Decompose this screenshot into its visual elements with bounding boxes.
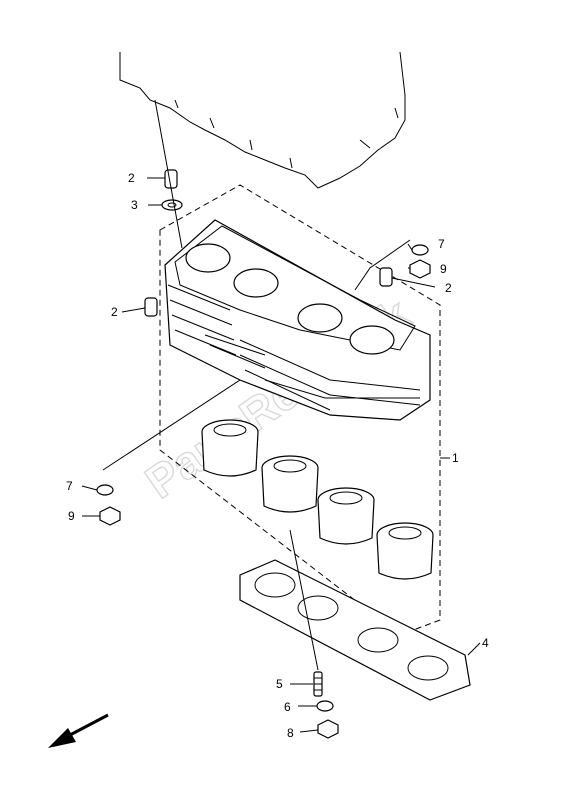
callout-8: 8 — [287, 726, 294, 740]
pistons — [201, 419, 434, 580]
callout-2-upper: 2 — [128, 171, 135, 185]
callouts: 2 3 2 7 9 2 1 7 9 4 5 6 8 — [66, 171, 489, 740]
cylinder-assembly-bracket — [159, 184, 441, 636]
callout-2-right: 2 — [445, 281, 452, 295]
piston-1 — [201, 419, 259, 477]
leader-lines — [81, 99, 481, 733]
nut-bottom — [317, 719, 339, 739]
cylinder-head-gasket — [239, 559, 471, 701]
callout-7-left: 7 — [66, 479, 73, 493]
bore-1 — [185, 243, 231, 273]
callout-1: 1 — [452, 451, 459, 465]
bore-4 — [349, 325, 395, 355]
callout-5: 5 — [276, 677, 283, 691]
bore-2 — [233, 268, 279, 298]
callout-3: 3 — [131, 198, 138, 212]
callout-9-right: 9 — [440, 262, 447, 276]
stud-bolt — [313, 671, 323, 697]
piston-4 — [376, 522, 434, 580]
front-direction-arrow-icon — [48, 713, 109, 748]
washer-left — [96, 484, 114, 496]
cylinder-block — [164, 219, 431, 421]
callout-6: 6 — [284, 700, 291, 714]
callout-4: 4 — [482, 636, 489, 650]
piston-2 — [261, 455, 319, 513]
dowel-pin-left — [144, 297, 158, 317]
callout-7-right: 7 — [438, 237, 445, 251]
callout-2-left: 2 — [111, 305, 118, 319]
piston-3 — [317, 487, 375, 545]
nut-right — [409, 259, 431, 279]
callout-9-left: 9 — [68, 509, 75, 523]
crankcase-outline — [119, 51, 406, 189]
nut-left — [99, 506, 121, 526]
bore-3 — [297, 303, 343, 333]
washer-bottom — [316, 700, 334, 712]
washer-right — [411, 244, 429, 256]
o-ring — [161, 199, 183, 211]
dowel-pin-right — [379, 267, 393, 287]
